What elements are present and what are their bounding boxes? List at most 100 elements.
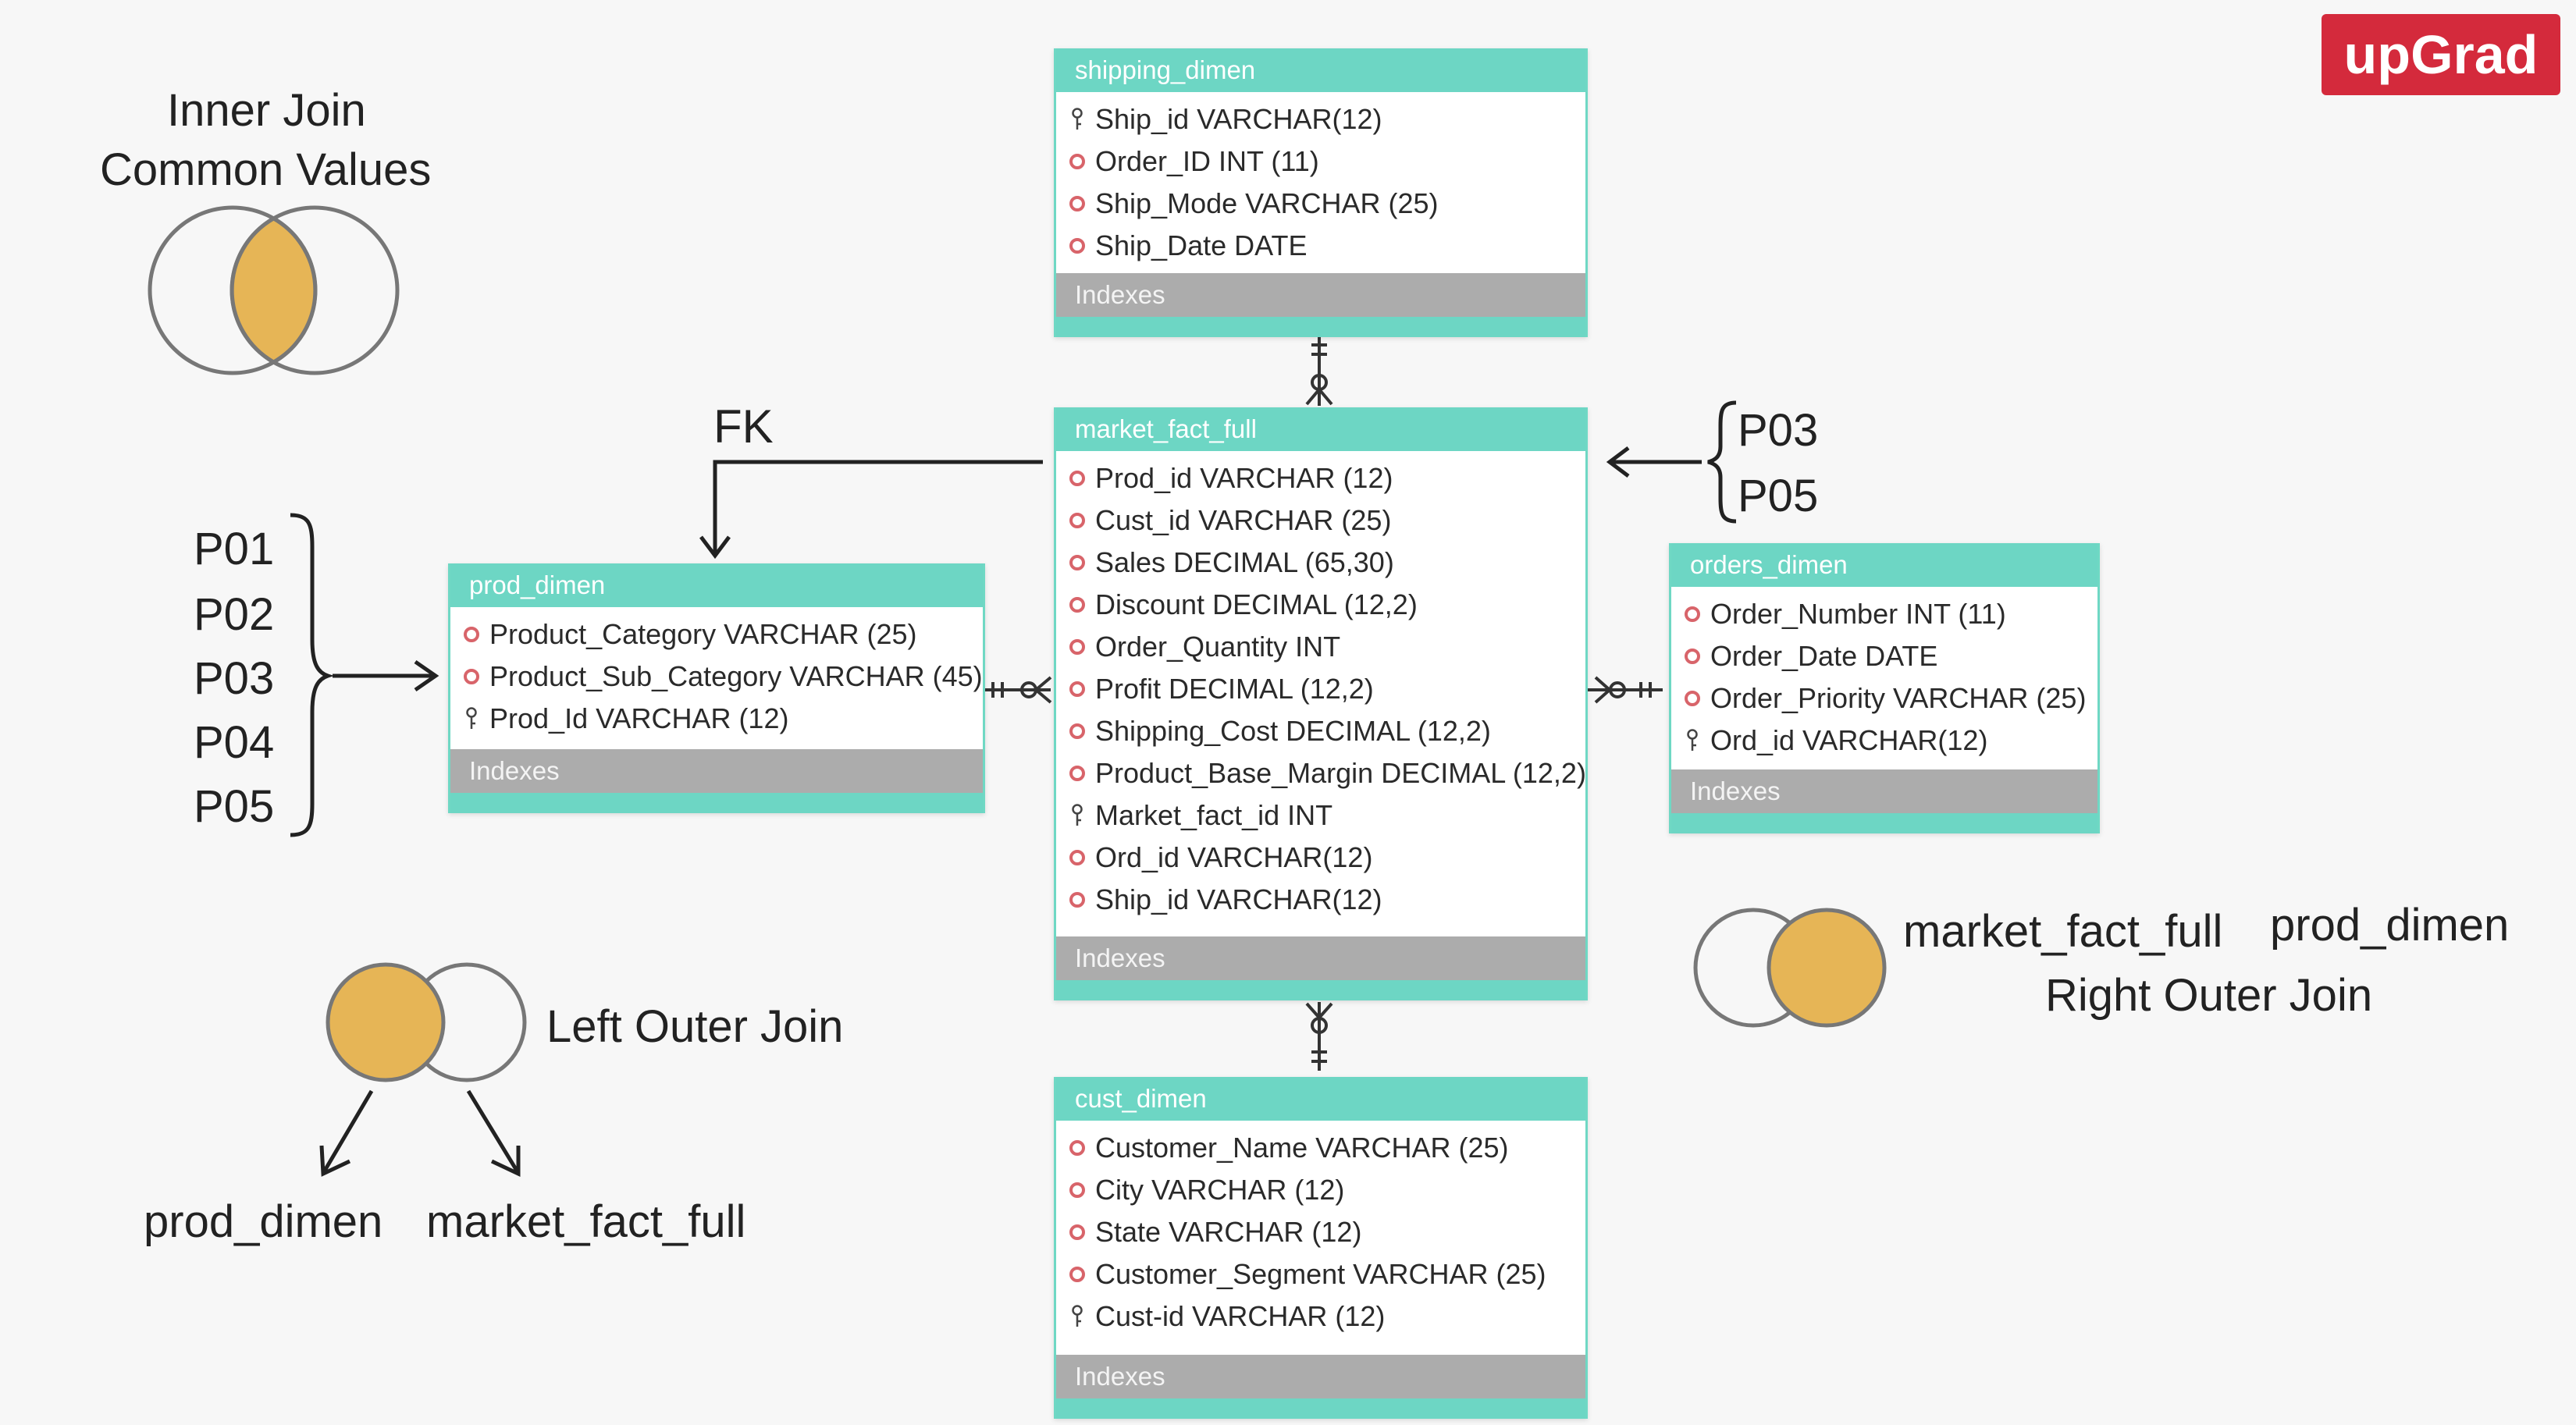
table-header[interactable]: orders_dimen — [1671, 543, 2097, 587]
column-ring-icon — [463, 668, 480, 685]
indexes-section[interactable]: Indexes — [1056, 936, 1585, 980]
column-ring-icon — [1069, 1266, 1086, 1283]
table-column-row[interactable]: Cust-id VARCHAR (12) — [1056, 1295, 1585, 1338]
column-ring-icon — [463, 626, 480, 643]
table-footer — [450, 793, 983, 813]
inner-join-subtitle: Common Values — [100, 144, 432, 195]
table-column-row[interactable]: Order_Date DATE — [1671, 635, 2097, 677]
table-column-row[interactable]: Ship_Mode VARCHAR (25) — [1056, 183, 1585, 225]
column-text: Product_Base_Margin DECIMAL (12,2) — [1095, 757, 1586, 789]
table-column-row[interactable]: Order_Number INT (11) — [1671, 593, 2097, 635]
table-column-row[interactable]: Shipping_Cost DECIMAL (12,2) — [1056, 710, 1585, 752]
table-column-row[interactable]: Discount DECIMAL (12,2) — [1056, 584, 1585, 626]
left-group-p01: P01 — [194, 524, 275, 574]
column-text: Ship_id VARCHAR(12) — [1095, 103, 1382, 135]
table-column-row[interactable]: Sales DECIMAL (65,30) — [1056, 542, 1585, 584]
column-text: Order_ID INT (11) — [1095, 145, 1319, 177]
left-group-p03: P03 — [194, 653, 275, 704]
product-relationship-icon — [985, 676, 1052, 704]
column-ring-icon — [1069, 512, 1086, 529]
column-text: Profit DECIMAL (12,2) — [1095, 673, 1374, 705]
table-column-row[interactable]: Order_Quantity INT — [1056, 626, 1585, 668]
table-column-row[interactable]: State VARCHAR (12) — [1056, 1211, 1585, 1253]
column-text: Customer_Segment VARCHAR (25) — [1095, 1258, 1546, 1290]
table-column-row[interactable]: Cust_id VARCHAR (25) — [1056, 499, 1585, 542]
fk-arrow-icon — [699, 460, 1043, 560]
table-column-row[interactable]: Prod_Id VARCHAR (12) — [450, 698, 983, 740]
primary-key-icon — [1069, 804, 1086, 826]
right-group-p03: P03 — [1738, 405, 1819, 456]
table-column-row[interactable]: Product_Base_Margin DECIMAL (12,2) — [1056, 752, 1586, 794]
right-join-right-table: prod_dimen — [2270, 900, 2510, 951]
left-join-right-table: market_fact_full — [426, 1196, 746, 1247]
left-join-left-table: prod_dimen — [144, 1196, 383, 1247]
column-ring-icon — [1684, 648, 1701, 665]
column-text: Ship_id VARCHAR(12) — [1095, 883, 1382, 915]
table-header[interactable]: cust_dimen — [1056, 1077, 1585, 1121]
column-ring-icon — [1069, 195, 1086, 212]
left-outer-join-venn-icon — [326, 962, 527, 1082]
column-text: Prod_Id VARCHAR (12) — [489, 702, 789, 734]
table-column-row[interactable]: Product_Category VARCHAR (25) — [450, 613, 983, 656]
indexes-section[interactable]: Indexes — [1671, 769, 2097, 813]
table-column-row[interactable]: Order_Priority VARCHAR (25) — [1671, 677, 2097, 720]
table-column-row[interactable]: Profit DECIMAL (12,2) — [1056, 668, 1585, 710]
table-columns: Prod_id VARCHAR (12) Cust_id VARCHAR (25)… — [1056, 451, 1586, 936]
column-text: Sales DECIMAL (65,30) — [1095, 546, 1394, 578]
left-group-p04: P04 — [194, 717, 275, 768]
indexes-section[interactable]: Indexes — [1056, 1355, 1585, 1398]
table-footer — [1056, 980, 1585, 1000]
left-outer-join-label: Left Outer Join — [546, 1001, 844, 1052]
column-text: Order_Number INT (11) — [1710, 598, 2006, 630]
table-column-row[interactable]: Product_Sub_Category VARCHAR (45) — [450, 656, 983, 698]
table-column-row[interactable]: Order_ID INT (11) — [1056, 140, 1585, 183]
right-group-p05: P05 — [1738, 471, 1819, 521]
table-column-row[interactable]: Ship_id VARCHAR(12) — [1056, 98, 1585, 140]
column-ring-icon — [1069, 1182, 1086, 1199]
column-ring-icon — [1069, 237, 1086, 254]
table-column-row[interactable]: Market_fact_id INT — [1056, 794, 1585, 837]
inner-join-venn-icon — [148, 205, 400, 375]
right-brace-icon — [1606, 400, 1737, 524]
table-column-row[interactable]: Customer_Name VARCHAR (25) — [1056, 1127, 1585, 1169]
column-ring-icon — [1684, 690, 1701, 707]
table-column-row[interactable]: Ship_id VARCHAR(12) — [1056, 879, 1585, 921]
column-text: Ship_Mode VARCHAR (25) — [1095, 187, 1439, 219]
orders-relationship-icon — [1588, 676, 1663, 704]
column-ring-icon — [1069, 470, 1086, 487]
column-ring-icon — [1684, 606, 1701, 623]
column-text: Product_Category VARCHAR (25) — [489, 618, 917, 650]
primary-key-icon — [1684, 729, 1701, 751]
table-columns: Ship_id VARCHAR(12) Order_ID INT (11) Ship… — [1056, 92, 1585, 273]
table-column-row[interactable]: Prod_id VARCHAR (12) — [1056, 457, 1585, 499]
right-outer-join-label: Right Outer Join — [2045, 970, 2373, 1021]
column-text: Discount DECIMAL (12,2) — [1095, 588, 1418, 620]
table-footer — [1056, 317, 1585, 337]
table-footer — [1056, 1398, 1585, 1419]
indexes-section[interactable]: Indexes — [1056, 273, 1585, 317]
table-header[interactable]: shipping_dimen — [1056, 48, 1585, 92]
table-column-row[interactable]: Ord_id VARCHAR(12) — [1056, 837, 1585, 879]
column-text: Shipping_Cost DECIMAL (12,2) — [1095, 715, 1491, 747]
table-header[interactable]: prod_dimen — [450, 563, 983, 607]
column-text: Product_Sub_Category VARCHAR (45) — [489, 660, 983, 692]
table-column-row[interactable]: Customer_Segment VARCHAR (25) — [1056, 1253, 1585, 1295]
column-text: Cust_id VARCHAR (25) — [1095, 504, 1392, 536]
table-column-row[interactable]: City VARCHAR (12) — [1056, 1169, 1585, 1211]
upgrad-logo: upGrad — [2322, 14, 2560, 95]
left-join-arrows-icon — [319, 1089, 521, 1177]
table-header[interactable]: market_fact_full — [1056, 407, 1585, 451]
table-column-row[interactable]: Ord_id VARCHAR(12) — [1671, 720, 2097, 762]
right-join-left-table: market_fact_full — [1903, 906, 2223, 957]
table-column-row[interactable]: Ship_Date DATE — [1056, 225, 1585, 267]
column-text: Order_Priority VARCHAR (25) — [1710, 682, 2087, 714]
column-text: Cust-id VARCHAR (12) — [1095, 1300, 1386, 1332]
indexes-section[interactable]: Indexes — [450, 749, 983, 793]
column-text: Customer_Name VARCHAR (25) — [1095, 1132, 1509, 1164]
